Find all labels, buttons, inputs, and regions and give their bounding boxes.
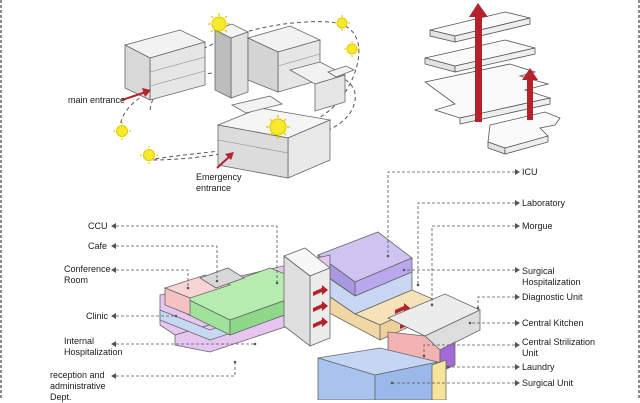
surgical-hospitalization-label-line1: Surgical (522, 266, 555, 276)
floor-stack-circulation (424, 3, 561, 155)
surgical-hospitalization-label-line2: Hospitalization (522, 277, 581, 287)
reception-label-line1: reception and (50, 370, 105, 380)
surgical-unit-label: Surgical Unit (522, 378, 574, 388)
morgue-label: Morgue (522, 221, 553, 231)
cafe-label: Cafe (88, 241, 108, 251)
internal-hospitalization-label-line2: Hospitalization (64, 347, 123, 357)
right-leader-lines (386, 171, 515, 385)
internal-hospitalization-label-line1: Internal (64, 336, 95, 346)
sun-icon (140, 146, 158, 164)
emergency-entrance-label-line2: entrance (196, 183, 232, 193)
conference-room-label-line1: Conference (64, 264, 111, 274)
central-strilization-label-line1: Central Strilization (522, 337, 596, 347)
diagnostic-unit-label: Diagnostic Unit (522, 292, 583, 302)
left-label-arrowheads (111, 223, 116, 379)
main-entrance-label: main entrance (68, 95, 126, 105)
ccu-label: CCU (88, 221, 108, 231)
left-leader-lines (116, 225, 279, 377)
sun-icon (344, 41, 360, 57)
main-entrance-arrow (121, 88, 151, 101)
right-label-arrowheads (515, 169, 520, 386)
central-kitchen-label: Central Kitchen (522, 318, 584, 328)
laboratory-label: Laboratory (522, 198, 566, 208)
central-strilization-label-line2: Unit (522, 348, 539, 358)
vertical-circulation-arrow (469, 3, 488, 122)
clinic-label: Clinic (86, 311, 109, 321)
sun-path-upper (149, 21, 360, 161)
vertical-circulation-arrow (522, 68, 538, 120)
emergency-entrance-arrow (216, 152, 234, 169)
program-massing (159, 231, 481, 400)
emergency-entrance-label-line1: Emergency (196, 172, 242, 182)
icu-label: ICU (522, 167, 538, 177)
reception-label-line2: administrative (50, 381, 106, 391)
sun-icon (334, 15, 350, 31)
reception-label-line3: Dept. (50, 392, 72, 402)
cafe-block (199, 267, 245, 289)
sun-icon (208, 13, 230, 35)
conference-room-label-line2: Room (64, 275, 89, 285)
laundry-label: Laundry (522, 362, 555, 372)
sun-icon (113, 122, 131, 140)
sun-icon (266, 115, 290, 139)
sun-path-massing (113, 13, 360, 179)
